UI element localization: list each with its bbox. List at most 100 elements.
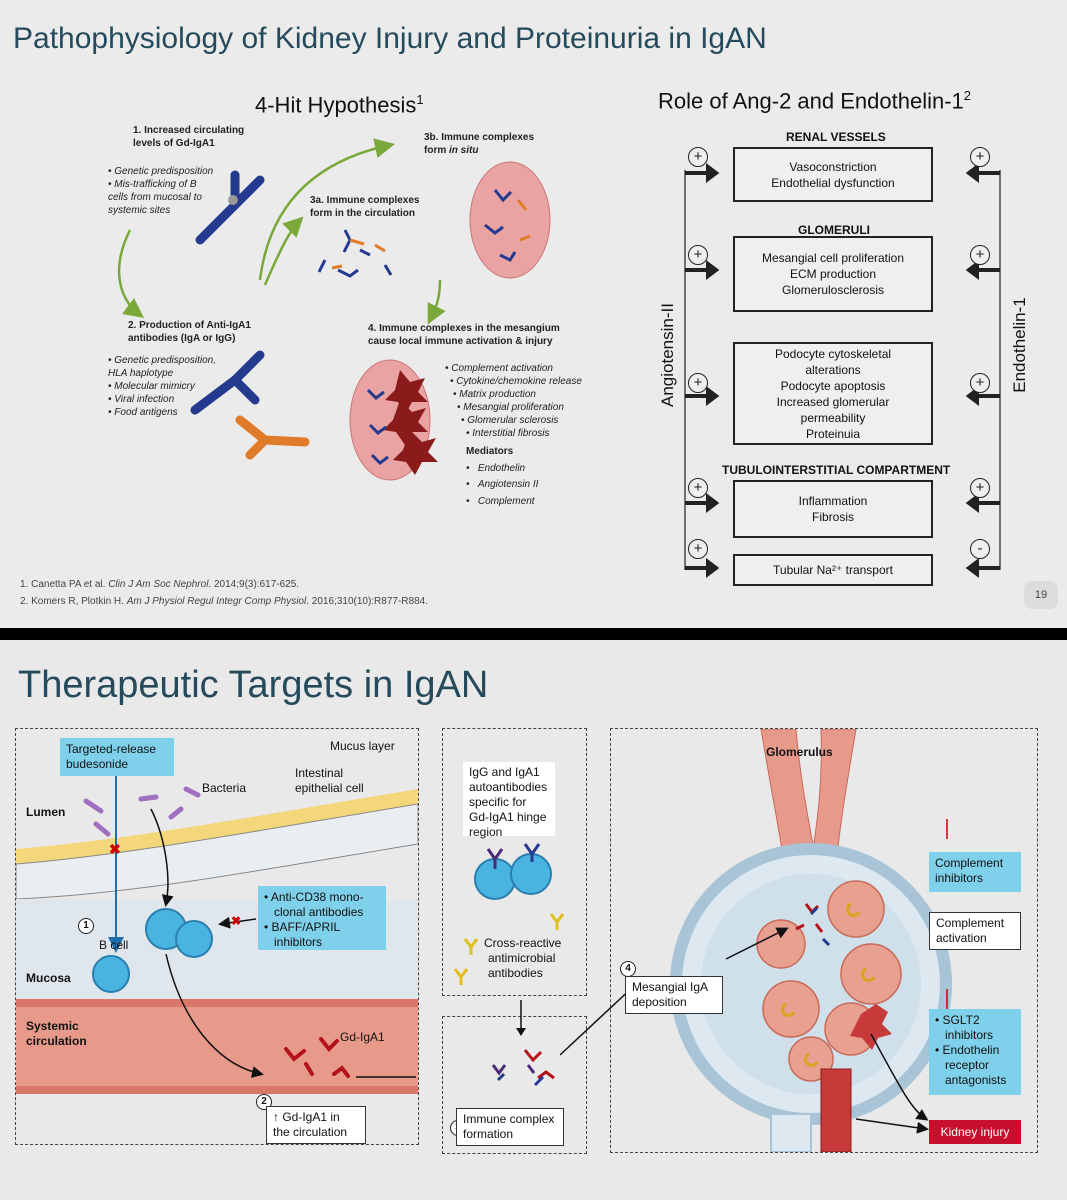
tubulo-line-1: Inflammation	[798, 494, 868, 508]
podocyte-line-2: alterations	[805, 362, 861, 377]
anti-cd38-line-4: inhibitors	[274, 935, 323, 949]
cross-reactive-line-2: antimicrobial	[488, 951, 556, 965]
hit3a-title: 3a. Immune complexes form in the circula…	[310, 195, 420, 219]
immune-complex-line-1: Immune complex	[463, 1112, 555, 1126]
category-glomeruli: GLOMERULI	[798, 223, 870, 237]
bacteria-label: Bacteria	[202, 781, 247, 795]
four-hit-heading-text: 4-Hit Hypothesis	[255, 92, 417, 118]
anti-cd38-line-1: • Anti-CD38 mono-	[264, 890, 364, 904]
intestinal-cell-label: Intestinal epithelial cell	[295, 766, 364, 796]
et1-sign-2: +	[970, 245, 990, 265]
autoantibodies-line-5: region	[469, 825, 503, 839]
complement-activation-line-1: Complement	[936, 916, 1005, 930]
glomerulus-label: Glomerulus	[766, 745, 833, 759]
hit4-bullet-4: • Mesangial proliferation	[457, 402, 564, 413]
vessels-line-1: Vasoconstriction	[789, 159, 877, 174]
autoantibodies-line-2: autoantibodies	[469, 780, 548, 794]
footnote-1-journal: Clin J Am Soc Nephrol	[108, 579, 209, 590]
autoantibodies-line-3: specific for	[469, 795, 527, 809]
cross-reactive-line-3: antibodies	[488, 966, 543, 980]
slide-pathophysiology: Pathophysiology of Kidney Injury and Pro…	[0, 0, 1067, 628]
hit4-bullet-2: • Cytokine/chemokine release	[450, 376, 582, 387]
budesonide-line-1: Targeted-release	[66, 742, 157, 756]
slide-title-2: Therapeutic Targets in IgAN	[18, 664, 489, 706]
hit1-bullet-2: • Mis-trafficking of B cells from mucosa…	[108, 179, 202, 216]
systemic-line-2: circulation	[26, 1034, 87, 1048]
glomeruli-line-2: ECM production	[789, 267, 877, 281]
ang2-sign-3: +	[688, 373, 708, 393]
et1-sign-1: +	[970, 147, 990, 167]
hit3b-title-italic: in situ	[449, 145, 479, 156]
box-podocyte: Podocyte cytoskeletal alterations Podocy…	[733, 342, 933, 445]
et1-sign-5: -	[970, 539, 990, 559]
tubular-line: Tubular Na²⁺ transport	[773, 563, 893, 577]
podocyte-line-6: Proteinuia	[805, 426, 861, 441]
sglt2-line-3: • Endothelin	[935, 1043, 1000, 1057]
panel-gut	[15, 728, 419, 1145]
kidney-injury-box: Kidney injury	[929, 1120, 1021, 1144]
hit3b-title-line1: 3b. Immune complexes	[424, 132, 535, 143]
hit4-bullet-5: • Glomerular sclerosis	[461, 415, 559, 426]
immune-complex-box: Immune complex formation	[456, 1108, 564, 1146]
angiotensin-axis-label: Angiotensin-II	[658, 303, 677, 407]
mediator-1: • Endothelin	[466, 463, 526, 474]
hit1-bullet-1: • Genetic predisposition	[108, 166, 214, 177]
hit2-bullet-1: • Genetic predisposition, HLA haplotype	[108, 355, 217, 379]
mediator-3: • Complement	[466, 496, 535, 507]
lumen-label: Lumen	[26, 805, 66, 819]
anti-cd38-line-3: • BAFF/APRIL	[264, 920, 341, 934]
mesangial-line-1: Mesangial IgA	[632, 980, 709, 994]
role-heading: Role of Ang-2 and Endothelin-12	[658, 88, 971, 114]
svg-text:✖: ✖	[109, 841, 121, 857]
four-hit-heading: 4-Hit Hypothesis1	[255, 92, 424, 118]
svg-text:✖: ✖	[231, 914, 241, 928]
mucosa-label: Mucosa	[26, 971, 71, 985]
panel-immune-complex	[442, 1016, 587, 1154]
gd-iga1-circulation-box: ↑ Gd-IgA1 in the circulation	[266, 1106, 366, 1144]
autoantibody-illustration	[453, 843, 565, 985]
connector-line	[560, 984, 636, 1056]
category-renal-vessels: RENAL VESSELS	[786, 130, 886, 144]
vessels-line-2: Endothelial dysfunction	[771, 175, 895, 190]
cross-reactive-line-1: Cross-reactive	[484, 936, 562, 950]
autoantibodies-line-1: IgG and IgA1	[469, 765, 540, 779]
box-renal-vessels: Vasoconstriction Endothelial dysfunction	[733, 147, 933, 202]
step-4-marker: 4	[620, 961, 636, 977]
slide-therapeutic-targets: Therapeutic Targets in IgAN ✖	[0, 640, 1067, 1200]
hit2-bullet-4: • Food antigens	[108, 407, 178, 418]
intestinal-line-2: epithelial cell	[295, 781, 364, 795]
footnote-2-journal: Am J Physiol Regul Integr Comp Physiol	[126, 596, 307, 607]
category-tubulointerstitial: TUBULOINTERSTITIAL COMPARTMENT	[722, 463, 951, 477]
budesonide-line-2: budesonide	[66, 757, 129, 771]
sglt2-box: • SGLT2 inhibitors • Endothelin receptor…	[929, 1009, 1021, 1095]
footnote-1-rest: . 2014;9(3):617-625.	[208, 579, 300, 590]
four-hit-heading-sup: 1	[416, 92, 424, 107]
glomeruli-line-3: Glomerulosclerosis	[781, 283, 885, 297]
ang2-sign-1: +	[688, 147, 708, 167]
hit4-bullet-3: • Matrix production	[453, 389, 536, 400]
podocyte-line-5: permeability	[800, 410, 866, 425]
mediators-label: Mediators	[466, 446, 514, 457]
cross-reactive-label: Cross-reactive antimicrobial antibodies	[484, 936, 561, 981]
autoantibodies-line-4: Gd-IgA1 hinge	[469, 810, 547, 824]
tubulo-line-2: Fibrosis	[811, 510, 854, 524]
box-tubular-transport: Tubular Na²⁺ transport	[733, 554, 933, 586]
hit2-bullet-2: • Molecular mimicry	[108, 381, 195, 392]
mediator-2: • Angiotensin II	[466, 479, 539, 490]
mesangial-deposition-box: Mesangial IgA deposition	[625, 976, 723, 1014]
role-diagram-lines	[684, 163, 1001, 578]
hit2-title: 2. Production of Anti-IgA1 antibodies (I…	[128, 320, 251, 344]
footnote-2-rest: . 2016;310(10):R877-R884.	[306, 596, 428, 607]
systemic-line-1: Systemic	[26, 1019, 79, 1033]
endothelin-axis-label: Endothelin-1	[1010, 297, 1029, 393]
hit4-bullet-6: • Interstitial fibrosis	[466, 428, 550, 439]
mucus-layer-label: Mucus layer	[330, 739, 395, 753]
anti-cd38-line-2: clonal antibodies	[274, 905, 364, 919]
complement-inhibitors-line-2: inhibitors	[935, 871, 984, 885]
complement-inhibitors-box: Complement inhibitors	[929, 852, 1021, 892]
ang2-sign-4: +	[688, 478, 708, 498]
panel-autoantibodies	[442, 728, 587, 996]
ang2-sign-5: +	[688, 539, 708, 559]
podocyte-line-3: Podocyte apoptosis	[780, 378, 886, 393]
footnote-1-authors: 1. Canetta PA et al.	[20, 579, 109, 590]
